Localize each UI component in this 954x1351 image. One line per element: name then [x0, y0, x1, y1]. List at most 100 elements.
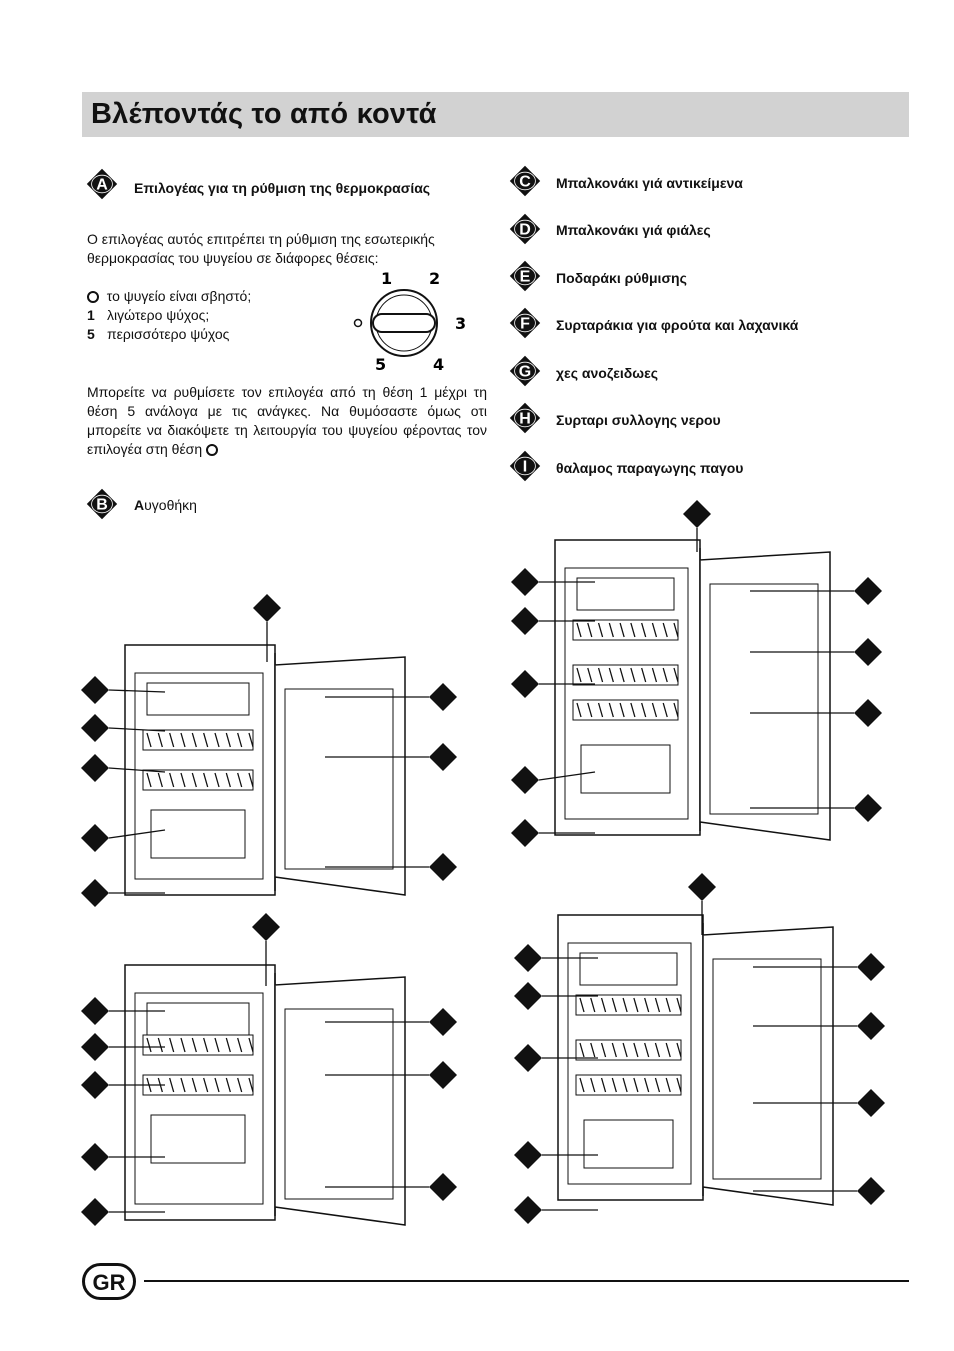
callout-marker-icon [81, 997, 109, 1025]
shelf-grille [662, 702, 668, 718]
shelf-grille [665, 1042, 671, 1058]
shelf-grille [644, 997, 650, 1013]
shelf-grille [665, 997, 671, 1013]
callout-line [108, 689, 166, 693]
shelf-grille [579, 1077, 585, 1093]
shelf-grille [630, 702, 636, 718]
page-title: Βλέποντάς το από κοντά [91, 98, 437, 130]
shelf-grille [157, 772, 163, 788]
shelf-grille [673, 702, 679, 718]
svg-text:GR: GR [93, 1270, 126, 1295]
callout-marker-icon [857, 953, 885, 981]
callout-marker-icon [252, 913, 280, 941]
svg-text:D: D [519, 222, 531, 239]
shelf-grille [644, 1042, 650, 1058]
shelf-grille [590, 997, 596, 1013]
shelf-grille [641, 622, 647, 638]
footer-rule [144, 1280, 909, 1282]
vegetable-drawer [150, 809, 246, 859]
shelf-grille [180, 732, 186, 748]
callout-marker-icon [514, 1141, 542, 1169]
shelf-grille [191, 1037, 197, 1053]
callout-marker-icon [683, 500, 711, 528]
shelf-grille [597, 702, 604, 718]
shelf-grille [600, 1042, 607, 1058]
fridge-door [699, 548, 831, 841]
shelf-grille [248, 1077, 254, 1093]
shelf-grille [146, 772, 152, 788]
shelf-grille [608, 702, 614, 718]
shelf-grille [157, 732, 163, 748]
callout-marker-icon [854, 577, 882, 605]
badge-g-icon: G [509, 355, 541, 387]
callout-marker-icon [429, 743, 457, 771]
callout-marker-icon [511, 819, 539, 847]
shelf-grille [641, 702, 647, 718]
shelf-grille [622, 1077, 628, 1093]
svg-text:3: 3 [455, 314, 466, 333]
shelf-grille [619, 622, 625, 638]
freezer-compartment [146, 1002, 250, 1036]
badge-b-icon: B [86, 488, 118, 520]
shelf-grille [576, 667, 582, 683]
vegetable-drawer [150, 1114, 246, 1164]
shelf-grille [191, 732, 197, 748]
svg-text:4: 4 [433, 355, 444, 374]
section-b-heading: Αυγοθήκη [134, 497, 197, 513]
shelf [575, 1039, 682, 1061]
door-liner [709, 583, 819, 815]
badge-d-icon: D [509, 213, 541, 245]
callout-line [108, 727, 166, 732]
shelf-grille [169, 772, 175, 788]
language-badge-icon: GR [82, 1263, 136, 1300]
shelf-grille [600, 1077, 607, 1093]
shelf-grille [225, 1077, 231, 1093]
shelf-grille [611, 997, 617, 1013]
callout-marker-icon [81, 824, 109, 852]
shelf-grille [146, 732, 152, 748]
shelf-grille [654, 1077, 661, 1093]
shelf-grille [169, 1037, 175, 1053]
svg-text:C: C [519, 174, 531, 191]
shelf-grille [237, 772, 243, 788]
callout-marker-icon [429, 1008, 457, 1036]
shelf-grille [180, 1077, 186, 1093]
shelf-grille [191, 772, 197, 788]
shelf [142, 1034, 254, 1056]
shelf-grille [633, 1042, 639, 1058]
legend-e-label: Ποδαράκι ρύθμισης [556, 270, 687, 286]
callout-marker-icon [854, 794, 882, 822]
shelf-grille [676, 997, 682, 1013]
shelf-grille [248, 1037, 254, 1053]
callout-marker-icon [81, 754, 109, 782]
callout-marker-icon [429, 853, 457, 881]
shelf-grille [237, 1077, 243, 1093]
shelf-grille [644, 1077, 650, 1093]
shelf-grille [662, 667, 668, 683]
badge-f-icon: F [509, 307, 541, 339]
shelf [572, 699, 679, 721]
shelf [575, 1074, 682, 1096]
shelf-grille [579, 1042, 585, 1058]
shelf-grille [579, 997, 585, 1013]
title-bar: Βλέποντάς το από κοντά [82, 92, 909, 137]
shelf [572, 619, 679, 641]
callout-marker-icon [81, 1198, 109, 1226]
shelf-grille [180, 772, 186, 788]
shelf-grille [157, 1037, 163, 1053]
shelf-grille [169, 1077, 175, 1093]
shelf [575, 994, 682, 1016]
shelf-grille [673, 667, 679, 683]
shelf-grille [590, 1042, 596, 1058]
shelf-grille [587, 622, 593, 638]
shelf-grille [180, 1037, 186, 1053]
badge-i-icon: I [509, 450, 541, 482]
shelf-grille [630, 667, 636, 683]
shelf-grille [225, 772, 231, 788]
shelf-grille [608, 622, 614, 638]
svg-text:1: 1 [381, 269, 392, 288]
shelf-grille [665, 1077, 671, 1093]
shelf-grille [654, 997, 661, 1013]
shelf-grille [191, 1077, 197, 1093]
